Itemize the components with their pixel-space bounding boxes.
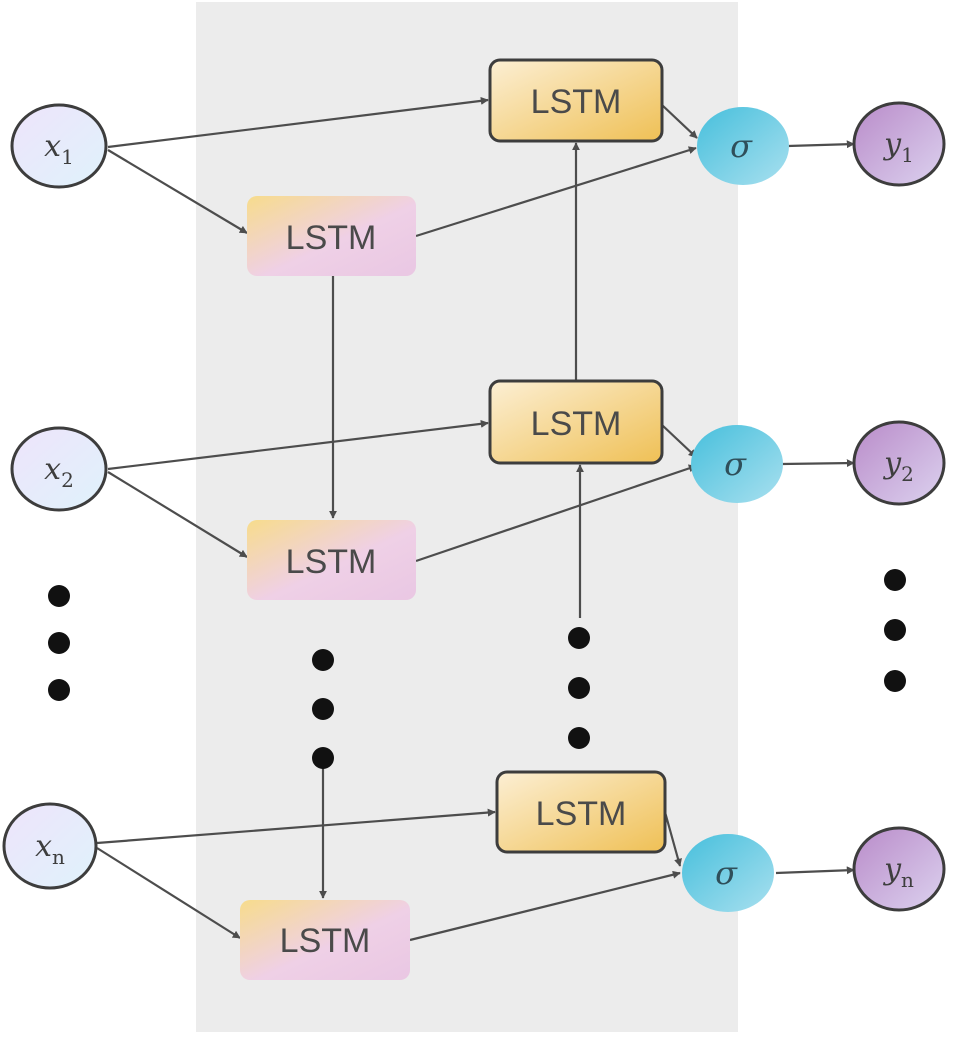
input-x1-label: x1 — [44, 129, 74, 169]
edge-forward-lstm-2-to-sigma-2 — [415, 464, 697, 563]
output-yn-label: yn — [882, 852, 914, 892]
ellipsis-backward — [568, 627, 590, 749]
forward-lstm-n: LSTM — [240, 900, 410, 980]
backward-lstm-n: LSTM — [495, 770, 667, 854]
input-node-x1: x1 — [10, 103, 108, 189]
backward-lstm-2: LSTM — [488, 379, 664, 465]
output-yn-var: y — [882, 852, 902, 887]
output-y2-label: y2 — [882, 446, 914, 486]
input-xn-sub: n — [52, 845, 65, 869]
input-node-x2: x2 — [10, 426, 108, 512]
backward-lstm-1-label: LSTM — [531, 83, 622, 121]
edge-x1-to-forward-lstm-1 — [107, 149, 248, 234]
edges — [96, 96, 855, 942]
edge-forward-lstm-1-to-sigma-1 — [415, 146, 697, 238]
sigma-node-2: σ — [691, 425, 783, 503]
input-xn-label: xn — [35, 829, 65, 869]
sigma-node-n: σ — [682, 834, 774, 912]
ellipsis-dots — [48, 569, 906, 769]
edge-forward-lstm-n-to-sigma-n — [409, 870, 681, 942]
forward-lstm-n-label: LSTM — [280, 922, 371, 960]
forward-lstm-1: LSTM — [247, 196, 416, 276]
sigma-node-1: σ — [697, 107, 789, 185]
edge-sigma-n-to-yn — [775, 866, 855, 875]
edge-backward-lstm-n-to-sigma-n — [663, 811, 682, 867]
output-node-y2: y2 — [852, 420, 946, 506]
output-node-yn: yn — [852, 826, 946, 912]
sigma-2-symbol: σ — [724, 445, 747, 483]
edge-sigma-1-to-y1 — [787, 140, 855, 149]
output-yn-sub: n — [901, 868, 914, 892]
lstm-layer-panel — [196, 2, 738, 1032]
backward-lstm-n-label: LSTM — [536, 795, 627, 833]
output-y1-sub: 1 — [901, 143, 914, 167]
forward-lstm-2: LSTM — [247, 520, 416, 600]
backward-lstm-2-label: LSTM — [531, 405, 622, 443]
output-y1-var: y — [882, 127, 902, 162]
sigma-1-symbol: σ — [730, 127, 753, 165]
forward-lstm-1-label: LSTM — [286, 219, 377, 257]
output-y1-label: y1 — [882, 127, 914, 167]
ellipsis-outputs — [884, 569, 906, 692]
backward-lstm-1: LSTM — [488, 58, 664, 143]
input-x1-var: x — [44, 129, 61, 164]
ellipsis-inputs — [48, 585, 70, 701]
edge-xn-to-forward-lstm-n — [96, 847, 241, 939]
sigma-n-symbol: σ — [715, 854, 738, 892]
output-node-y1: y1 — [852, 101, 946, 187]
output-y2-var: y — [882, 446, 902, 481]
output-y2-sub: 2 — [901, 462, 914, 486]
input-x1-sub: 1 — [61, 145, 74, 169]
edge-backward-lstm-1-to-sigma-1 — [661, 104, 698, 139]
input-x2-sub: 2 — [61, 468, 74, 492]
edge-x2-to-backward-lstm-2 — [107, 419, 489, 471]
input-node-xn: xn — [2, 802, 98, 890]
edge-x2-to-forward-lstm-2 — [107, 471, 248, 558]
input-x2-var: x — [44, 452, 61, 487]
edge-backward-lstm-2-to-sigma-2 — [661, 424, 697, 458]
forward-lstm-2-label: LSTM — [286, 543, 377, 581]
edge-sigma-2-to-y2 — [781, 459, 855, 468]
edge-xn-to-backward-lstm-n — [96, 808, 496, 845]
ellipsis-forward — [312, 649, 334, 769]
edge-x1-to-backward-lstm-1 — [107, 96, 489, 149]
input-x2-label: x2 — [44, 452, 74, 492]
input-xn-var: x — [35, 829, 52, 864]
